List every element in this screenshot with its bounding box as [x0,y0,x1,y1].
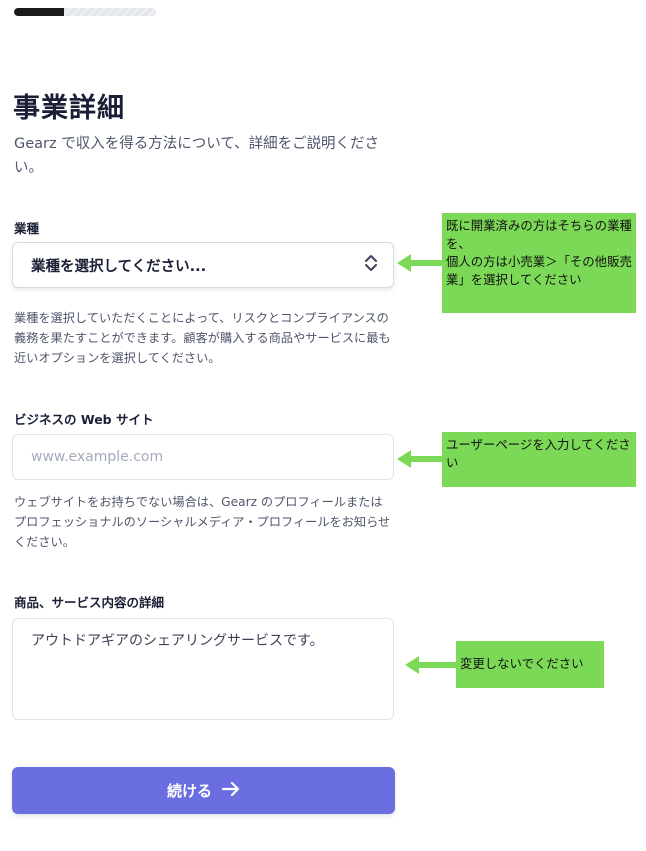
description-textarea[interactable]: アウトドアギアのシェアリングサービスです。 [12,618,394,720]
industry-select-value: 業種を選択してください... [31,258,207,275]
progress-bar [14,8,156,16]
annotation-industry-note: 既に開業済みの方はそちらの業種を、 個人の方は小売業＞「その他販売業」を選択して… [442,213,636,313]
annotation-website-note: ユーザーページを入力してください [442,432,636,487]
industry-select[interactable]: 業種を選択してください... [12,242,394,288]
page-subtitle: Gearz で収入を得る方法について、詳細をご説明ください。 [14,136,380,176]
continue-button-label: 続ける [166,782,212,800]
page-title: 事業詳細 [13,93,125,124]
annotation-arrow-description [405,656,459,674]
website-input[interactable] [12,434,394,480]
arrow-right-icon [221,781,240,800]
continue-button[interactable]: 続ける [12,767,395,814]
industry-label: 業種 [14,221,40,236]
annotation-arrow-website [397,450,445,468]
website-help-text: ウェブサイトをお持ちでない場合は、Gearz のプロフィールまたはプロフェッショ… [14,495,391,549]
chevron-up-down-icon [363,253,379,277]
website-label: ビジネスの Web サイト [14,412,154,427]
annotation-description-note: 変更しないでください [456,641,604,688]
annotation-arrow-industry [397,254,445,272]
progress-bar-fill [14,8,64,16]
description-label: 商品、サービス内容の詳細 [14,595,165,610]
industry-help-text: 業種を選択していただくことによって、リスクとコンプライアンスの義務を果たすことが… [14,311,391,365]
